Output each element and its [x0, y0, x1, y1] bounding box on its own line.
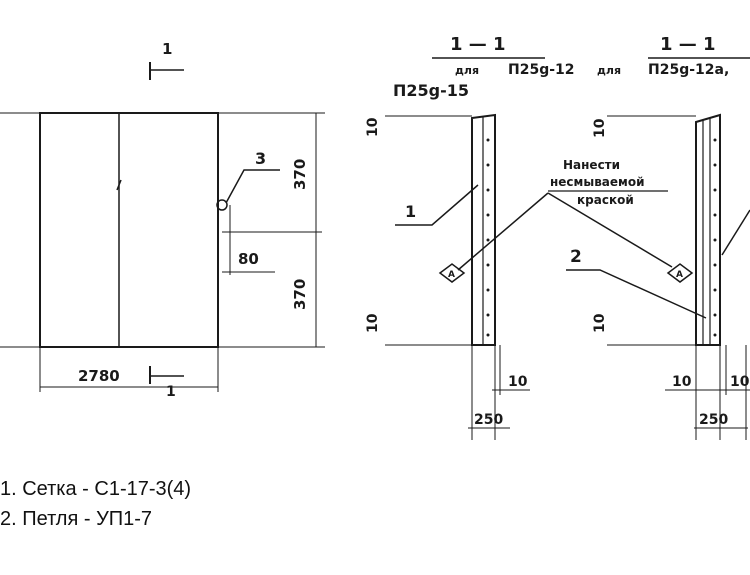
- plan-view: 1 1 2780 370 370 3 80: [0, 40, 325, 400]
- panel-outline: [39, 112, 219, 348]
- legend-item-2: 2. Петля - УП1-7: [0, 508, 153, 530]
- section-b-dim-top: 10: [592, 118, 608, 138]
- loop-dim-label: 80: [238, 250, 259, 268]
- note: Нанести несмываемой краской A A: [438, 158, 694, 283]
- dim-lower-label: 370: [291, 279, 309, 310]
- section-a: 1 — 1 для П25g-12 П25g-15 10 10 1 10 250: [365, 34, 575, 440]
- marker-a-left: [438, 263, 466, 283]
- section-b-profile: [695, 113, 721, 346]
- section-a-rebar-dots: [486, 138, 490, 337]
- section-a-callout-label: 1: [405, 202, 416, 221]
- note-line-2: несмываемой: [550, 175, 645, 189]
- loop-symbol: [216, 199, 228, 211]
- section-mark-top-label: 1: [162, 40, 172, 58]
- section-a-title-for: для: [455, 64, 479, 77]
- section-b-right-leader: [721, 209, 750, 256]
- section-b-callout-leader: [566, 269, 707, 319]
- section-b-callout-label: 2: [570, 247, 582, 267]
- section-a-dim-bottom: 10: [365, 313, 381, 333]
- section-a-dim-total: 250: [474, 412, 503, 428]
- legend-item-1: 1. Сетка - С1-17-3(4): [0, 478, 192, 500]
- section-b-title-code: П25g-12a,: [648, 62, 729, 78]
- section-b-title-for: для: [597, 64, 621, 77]
- note-leader-1: [457, 192, 549, 271]
- section-a-title-code: П25g-12: [508, 62, 575, 78]
- panel-mark-tick: [116, 179, 122, 191]
- marker-a-right-label: A: [676, 270, 683, 280]
- section-a-dim-top: 10: [365, 117, 381, 137]
- width-dim-label: 2780: [78, 367, 120, 385]
- section-b-dim-total: 250: [699, 412, 728, 428]
- section-b-title: 1 — 1: [660, 34, 716, 55]
- section-a-title: 1 — 1: [450, 34, 506, 55]
- section-mark-bottom-label: 1: [166, 384, 176, 400]
- marker-a-left-label: A: [448, 270, 455, 280]
- note-leader-2: [547, 192, 673, 268]
- note-line-1: Нанести: [563, 158, 620, 172]
- section-b-dim-bottom: 10: [592, 313, 608, 333]
- section-a-callout-leader: [395, 184, 479, 226]
- section-b-rebar-dots: [713, 138, 717, 337]
- section-b: 1 — 1 для П25g-12a, 10 10 2 10 10 250: [566, 34, 750, 440]
- item-3-leader: [225, 169, 280, 204]
- item-3-label: 3: [255, 149, 266, 168]
- section-b-dim-side-right: 10: [730, 374, 750, 390]
- note-line-3: краской: [577, 193, 634, 207]
- section-a-subtitle: П25g-15: [393, 81, 469, 100]
- marker-a-right: [666, 263, 694, 283]
- section-b-dim-side-left: 10: [672, 374, 692, 390]
- section-a-dim-side: 10: [508, 374, 528, 390]
- dim-upper-label: 370: [291, 159, 309, 190]
